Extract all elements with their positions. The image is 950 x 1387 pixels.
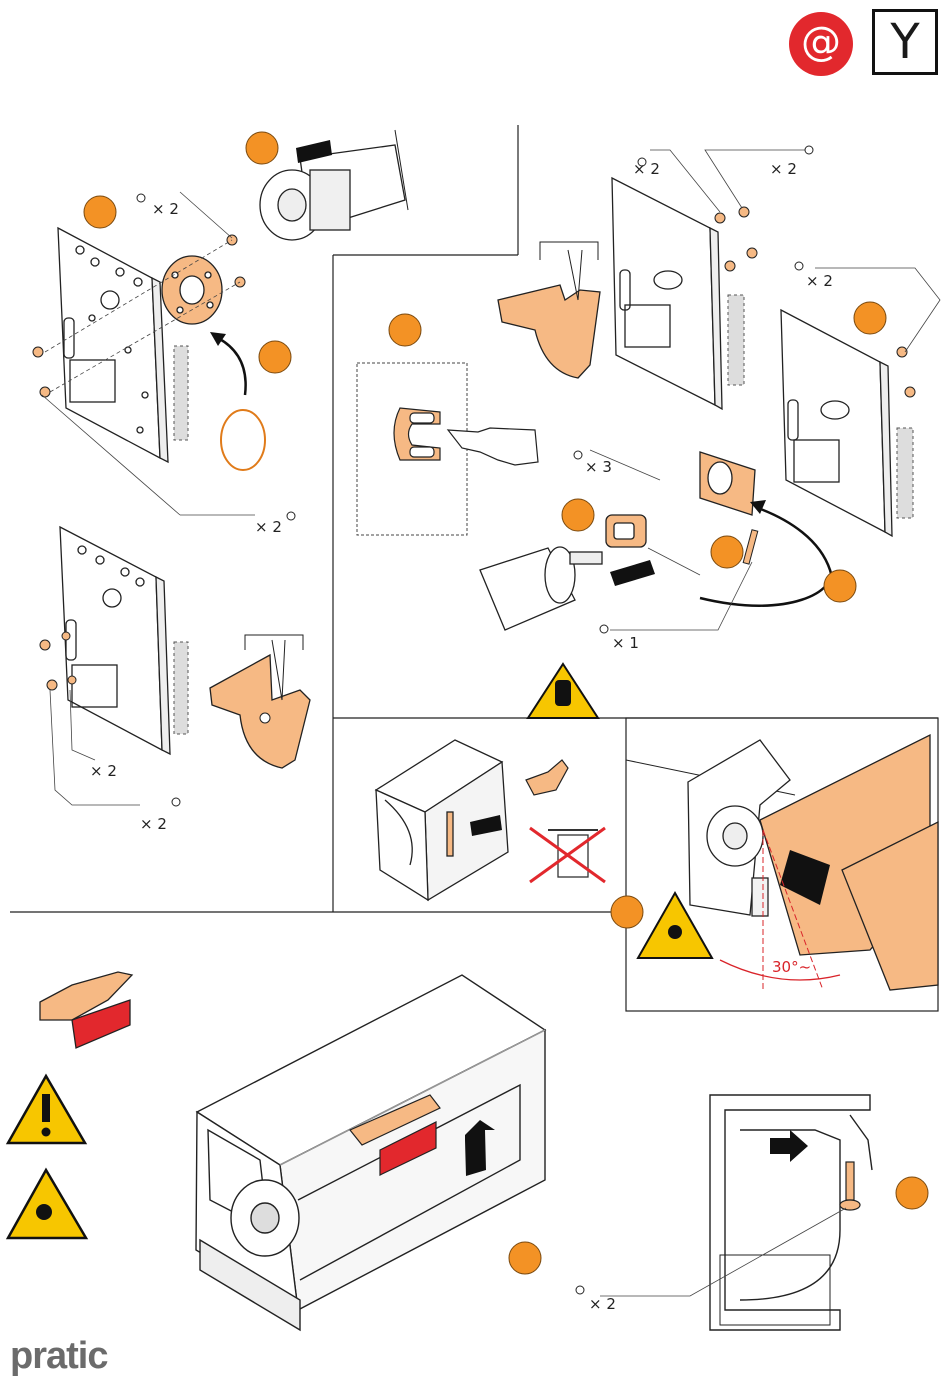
slot-column-middle: [174, 642, 188, 734]
model-badge: Y: [872, 9, 938, 75]
plate-top-right-front: [781, 310, 892, 536]
cam-part: [606, 515, 646, 547]
angle-label: 30°~: [772, 958, 811, 976]
qty-label: × 2: [90, 762, 117, 780]
caution-mark-dot: [42, 1128, 51, 1137]
email-badge: @: [789, 12, 853, 76]
leader-profile: [600, 1208, 846, 1296]
magnet-holder-detail: [394, 408, 440, 460]
drive-adapter-part: [260, 130, 408, 240]
support-bracket-left-hole: [260, 713, 270, 723]
slot-column-right-front: [897, 428, 913, 518]
spring-clip-part: [221, 410, 265, 470]
support-bracket-right: [498, 285, 600, 378]
bracket-flange-part: [162, 256, 222, 324]
slot-column-right-back: [728, 295, 744, 385]
cassette-profile: [710, 1095, 872, 1330]
qty-label: × 2: [140, 815, 167, 833]
plate-middle-left: [60, 527, 170, 754]
qty-label: × 2: [152, 200, 179, 218]
clip-part-small: [526, 760, 568, 795]
screw-long-part: [743, 530, 758, 564]
motor-tube: [480, 547, 602, 630]
falling-warning-glyph: [668, 925, 682, 939]
qty-label: × 2: [255, 518, 282, 536]
screw-profile: [840, 1162, 860, 1210]
arrow-up-curve: [218, 338, 246, 395]
arrow-push-motor: [610, 560, 655, 586]
qty-label: × 2: [770, 160, 797, 178]
slot-column-left: [174, 346, 188, 440]
hand-pointer-icon: [448, 428, 538, 465]
leader-line-c: [180, 192, 232, 238]
qty-label: × 2: [633, 160, 660, 178]
qty-label: × 2: [806, 272, 833, 290]
arrow-head: [210, 332, 226, 346]
support-bracket-left: [210, 655, 310, 768]
clip-part-large: [40, 972, 132, 1048]
stop-hand-glyph: [555, 680, 571, 706]
qty-label: × 1: [612, 634, 639, 652]
arrow-right-profile: [770, 1130, 808, 1162]
no-trash-icon: [530, 828, 605, 882]
plate-top-right-back: [612, 178, 722, 409]
qty-label: × 3: [585, 458, 612, 476]
falling-object-warning-icon: [8, 1170, 86, 1238]
cassette-large: [196, 975, 545, 1330]
brand-logo: pratic: [10, 1335, 107, 1378]
flange-large: [231, 1180, 299, 1256]
magnet-block-part: [700, 452, 755, 515]
plate-top-left: [58, 228, 168, 462]
caution-mark-bar: [42, 1094, 50, 1122]
falling-object-glyph: [36, 1204, 52, 1220]
qty-label: × 2: [589, 1295, 616, 1313]
